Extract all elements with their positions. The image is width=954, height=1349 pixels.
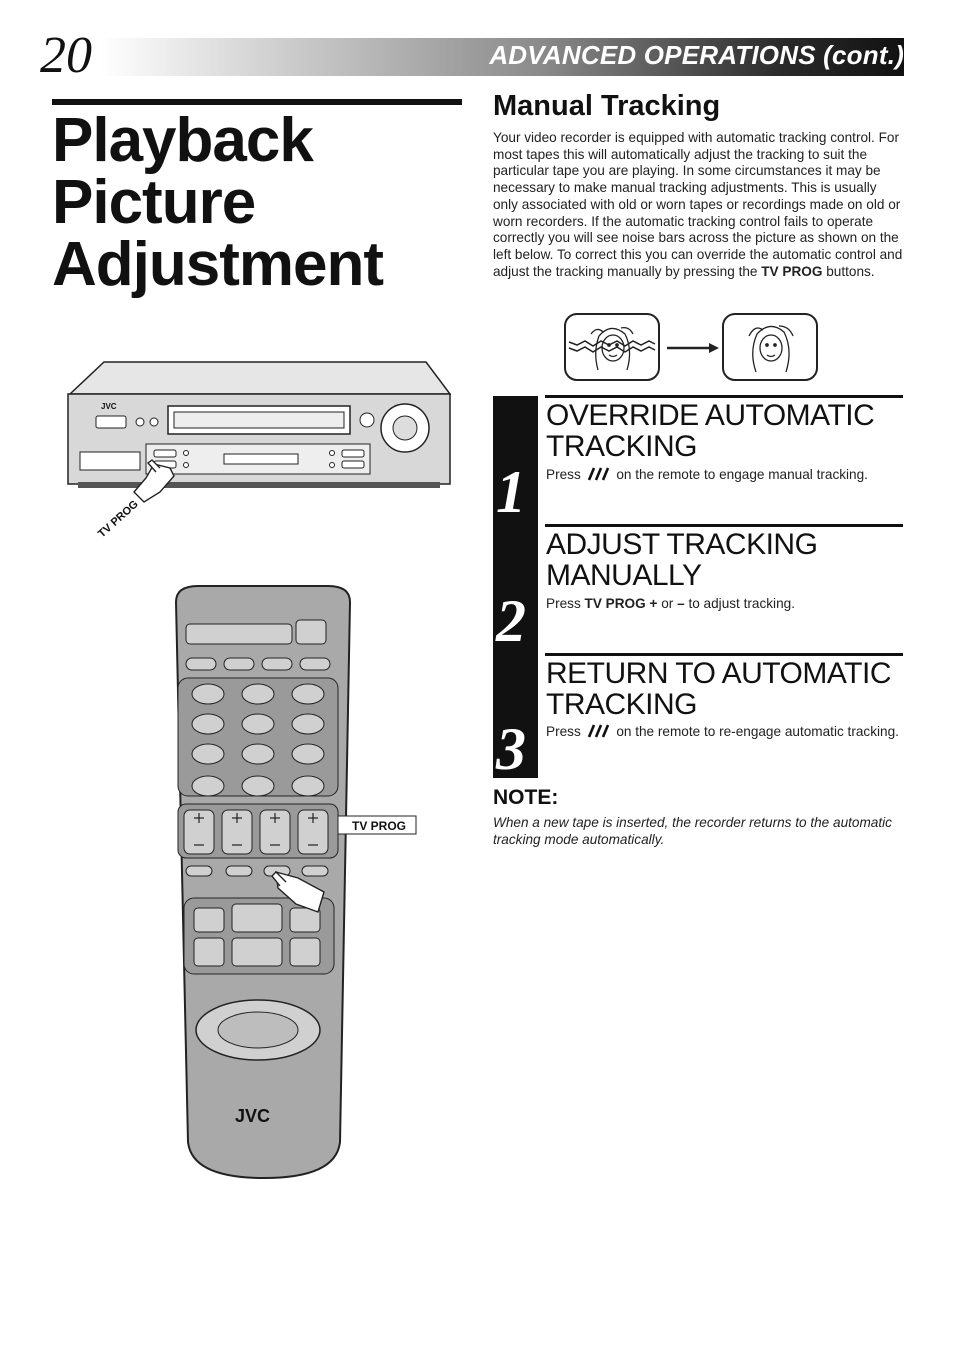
step-1-post: on the remote to engage manual tracking. [616,467,868,482]
remote-tv-prog-callout: TV PROG [352,819,406,833]
tracking-noise-illustration [563,312,823,389]
note-text: When a new tape is inserted, the recorde… [493,815,892,847]
step-2-number: 2 [496,588,526,654]
manual-tracking-intro: Your video recorder is equipped with aut… [493,130,905,280]
tv-comparison-graphic [564,313,818,381]
remote-illustration: TV PROG JVC [168,582,428,1187]
page-number: 20 [40,27,92,84]
remote-brand-label: JVC [235,1106,270,1126]
vcr-tv-prog-callout: TV PROG [96,498,141,540]
manual-tracking-heading: Manual Tracking [493,90,721,122]
step-2-rule [545,524,903,527]
step-3-post: on the remote to re-engage automatic tra… [616,724,899,739]
vcr-illustration: JVC TV PROG [64,360,454,555]
step-2-bold: TV PROG + [584,596,658,611]
intro-text: Your video recorder is equipped with aut… [493,130,903,279]
tracking-button-icon [585,724,613,742]
step-3-rule [545,653,903,656]
step-2-bold-2: – [677,596,685,611]
step-3-pre: Press [546,724,581,739]
page-title-line-3: Adjustment [52,230,384,299]
step-2-pre: Press [546,596,581,611]
step-3-title: RETURN TO AUTOMATIC TRACKING [546,657,891,721]
remote-pointing-hand-icon [271,871,325,913]
face-clear-icon [748,325,794,373]
remote-graphic: TV PROG JVC [174,585,417,1180]
page-title-line-1: Playback [52,106,314,175]
header-bar [100,38,904,76]
page-title: Playback Picture Adjustment [52,110,472,296]
step-2-text: Press TV PROG + or – to adjust tracking. [546,595,902,612]
intro-text-end: buttons. [826,263,875,279]
intro-bold-tv-prog: TV PROG [761,263,823,279]
step-1-rule [545,395,903,398]
page-title-line-2: Picture [52,168,256,237]
noise-bar [568,340,656,353]
step-1-number: 1 [496,459,526,525]
step-2-title: ADJUST TRACKING MANUALLY [546,528,818,592]
step-1-title: OVERRIDE AUTOMATIC TRACKING [546,399,875,463]
step-3-text: Press on the remote to re-engage automat… [546,723,902,742]
note-title: NOTE: [493,786,559,809]
step-number-band [493,396,538,778]
step-3-number: 3 [496,716,526,782]
vcr-brand-label: JVC [101,402,117,411]
step-2-mid: or [661,596,674,611]
vcr-graphic: JVC TV PROG [67,361,452,540]
section-title: ADVANCED OPERATIONS (cont.) [489,40,904,70]
pointing-hand-icon [133,459,175,503]
title-rule [52,99,462,105]
step-1-text: Press on the remote to engage manual tra… [546,466,902,485]
step-2-post: to adjust tracking. [688,596,795,611]
step-1-pre: Press [546,467,581,482]
tracking-button-icon [585,467,613,485]
